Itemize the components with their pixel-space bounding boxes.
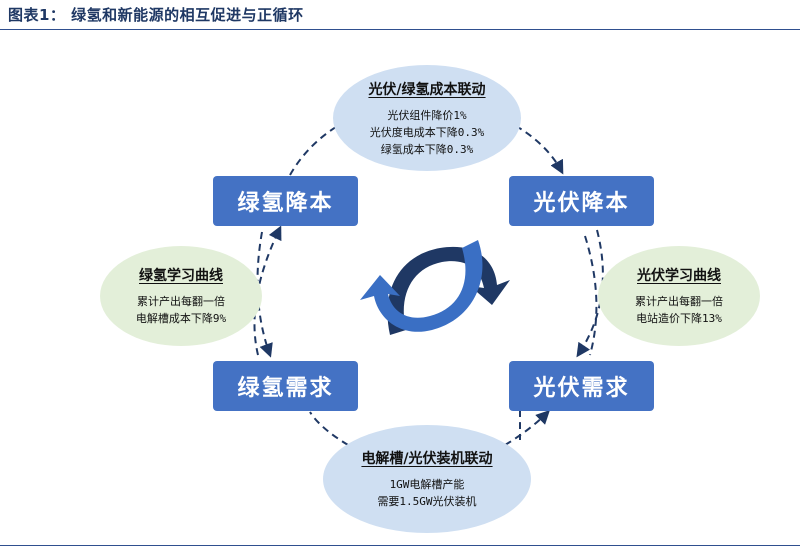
cost-linkage-ellipse: 光伏/绿氢成本联动 光伏组件降价1% 光伏度电成本下降0.3% 绿氢成本下降0.… [333, 65, 521, 171]
arrow-top-to-pv-cost [504, 119, 564, 175]
install-linkage-heading: 电解槽/光伏装机联动 [361, 451, 493, 467]
cost-linkage-heading: 光伏/绿氢成本联动 [368, 81, 486, 98]
arrow-bottom-to-green-demand [309, 411, 349, 446]
pv-learning-heading: 光伏学习曲线 [637, 268, 721, 284]
green-learning-curve-ellipse: 绿氢学习曲线 累计产出每翻一倍 电解槽成本下降9% [100, 246, 262, 346]
top-divider [0, 29, 800, 30]
green-hydrogen-demand-box: 绿氢需求 [213, 361, 358, 411]
green-learning-line: 电解槽成本下降9% [135, 312, 227, 325]
pv-learning-line: 累计产出每翻一倍 [635, 295, 723, 308]
figure-title: 图表1： 绿氢和新能源的相互促进与正循环 [8, 6, 304, 24]
install-linkage-ellipse: 电解槽/光伏装机联动 1GW电解槽产能 需要1.5GW光伏装机 [323, 425, 531, 533]
pv-cost-box: 光伏降本 [509, 176, 654, 226]
pv-demand-box: 光伏需求 [509, 361, 654, 411]
install-linkage-line: 1GW电解槽产能 [389, 478, 465, 491]
cost-linkage-line: 光伏组件降价1% [387, 108, 467, 122]
green-learning-line: 累计产出每翻一倍 [137, 295, 225, 308]
cost-linkage-line: 绿氢成本下降0.3% [380, 142, 474, 156]
green-hydrogen-cost-box: 绿氢降本 [213, 176, 358, 226]
install-linkage-line: 需要1.5GW光伏装机 [377, 495, 477, 508]
cost-linkage-line: 光伏度电成本下降0.3% [369, 125, 485, 139]
cycle-arrows-icon [360, 240, 510, 335]
green-learning-heading: 绿氢学习曲线 [139, 268, 223, 284]
arrow-bottom-to-pv-demand [504, 410, 550, 446]
pv-learning-curve-ellipse: 光伏学习曲线 累计产出每翻一倍 电站造价下降13% [598, 246, 760, 346]
bottom-divider [0, 545, 800, 546]
pv-learning-line: 电站造价下降13% [636, 312, 722, 325]
arrow-green-demand-to-green-cost [253, 225, 282, 356]
arrow-pv-cost-down [584, 235, 598, 356]
